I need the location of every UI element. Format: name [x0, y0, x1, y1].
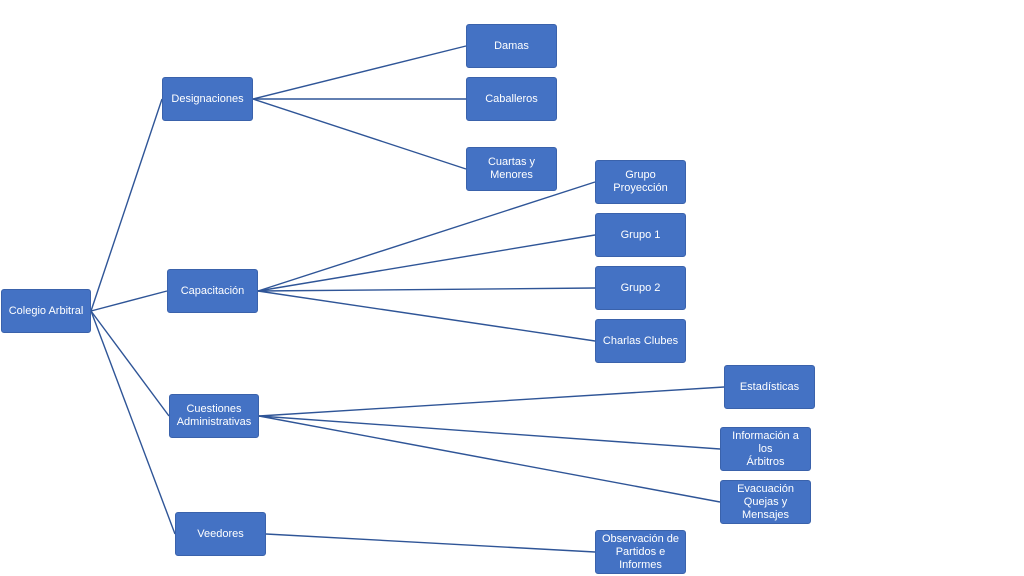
node-designaciones: Designaciones: [162, 77, 253, 121]
node-observacion-partidos: Observación de Partidos e Informes: [595, 530, 686, 574]
connector-designaciones-damas: [252, 45, 467, 100]
node-grupo-2: Grupo 2: [595, 266, 686, 310]
node-evacuacion-quejas: Evacuación Quejas y Mensajes: [720, 480, 811, 524]
node-caballeros: Caballeros: [466, 77, 557, 121]
node-estadisticas: Estadísticas: [724, 365, 815, 409]
connector-capacitacion-grupo1: [257, 234, 596, 292]
connector-veedores-observacion: [265, 533, 596, 553]
connector-root-designaciones: [90, 98, 163, 312]
node-grupo-1: Grupo 1: [595, 213, 686, 257]
connector-cuestiones-evacuacion: [258, 415, 721, 503]
connector-capacitacion-proyeccion: [257, 181, 596, 292]
connector-root-cuestiones: [90, 310, 170, 417]
node-informacion-arbitros: Información a los Árbitros: [720, 427, 811, 471]
node-veedores: Veedores: [175, 512, 266, 556]
connector-designaciones-cuartas: [252, 98, 467, 170]
connector-cuestiones-estadisticas: [258, 386, 725, 417]
connector-root-capacitacion: [90, 290, 168, 312]
node-cuestiones-administrativas: Cuestiones Administrativas: [169, 394, 259, 438]
connector-capacitacion-charlas: [257, 290, 596, 342]
node-charlas-clubes: Charlas Clubes: [595, 319, 686, 363]
node-capacitacion: Capacitación: [167, 269, 258, 313]
node-cuartas-y-menores: Cuartas y Menores: [466, 147, 557, 191]
connector-cuestiones-informacion: [258, 415, 721, 450]
node-colegio-arbitral: Colegio Arbitral: [1, 289, 91, 333]
connector-capacitacion-grupo2: [257, 287, 596, 292]
connector-root-veedores: [90, 310, 176, 535]
node-grupo-proyeccion: Grupo Proyección: [595, 160, 686, 204]
node-damas: Damas: [466, 24, 557, 68]
